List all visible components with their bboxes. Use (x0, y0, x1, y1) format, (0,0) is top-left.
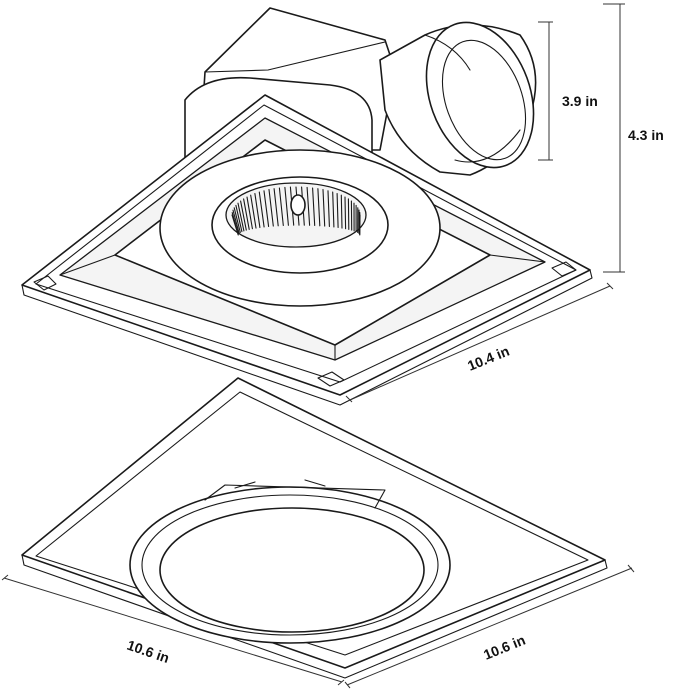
total-height-label: 4.3 in (628, 127, 664, 143)
blower-blade (231, 212, 239, 235)
blower-blade (332, 191, 335, 228)
blower-blade (278, 187, 284, 227)
blower-blade (340, 194, 343, 229)
grille-cover (21, 377, 608, 679)
blower-blade (312, 187, 316, 227)
blower-blade (306, 186, 311, 226)
blower-blade (284, 186, 289, 226)
blower-blade (233, 207, 241, 234)
grille-width-left-label: 10.6 in (125, 637, 171, 666)
housing-width-label: 10.4 in (465, 343, 511, 374)
fan-housing (21, 7, 593, 406)
blower-blade (250, 194, 257, 229)
blower-blade (232, 209, 240, 234)
blower-blade (254, 193, 261, 229)
blower-blade (322, 189, 326, 227)
blower-blade (258, 191, 265, 228)
blower-blade (235, 204, 243, 233)
blower-blade (317, 188, 321, 227)
blower-blade (243, 198, 250, 230)
dimension-lines (1, 3, 635, 689)
blower-blade (263, 190, 270, 228)
grille-light-lens (129, 479, 451, 644)
duct-connector (379, 21, 537, 176)
blower-blade (273, 188, 279, 227)
motor-height-label: 3.9 in (562, 93, 598, 109)
blower-blade (344, 196, 347, 230)
blower-wheel (159, 149, 441, 307)
blower-blade (268, 189, 274, 227)
blower-blade (327, 190, 330, 228)
blower-blade (246, 196, 253, 230)
blower-blade (336, 193, 339, 229)
blower-blade (240, 200, 247, 231)
blower-blade (237, 202, 245, 232)
grille-width-right-label: 10.6 in (481, 632, 527, 663)
